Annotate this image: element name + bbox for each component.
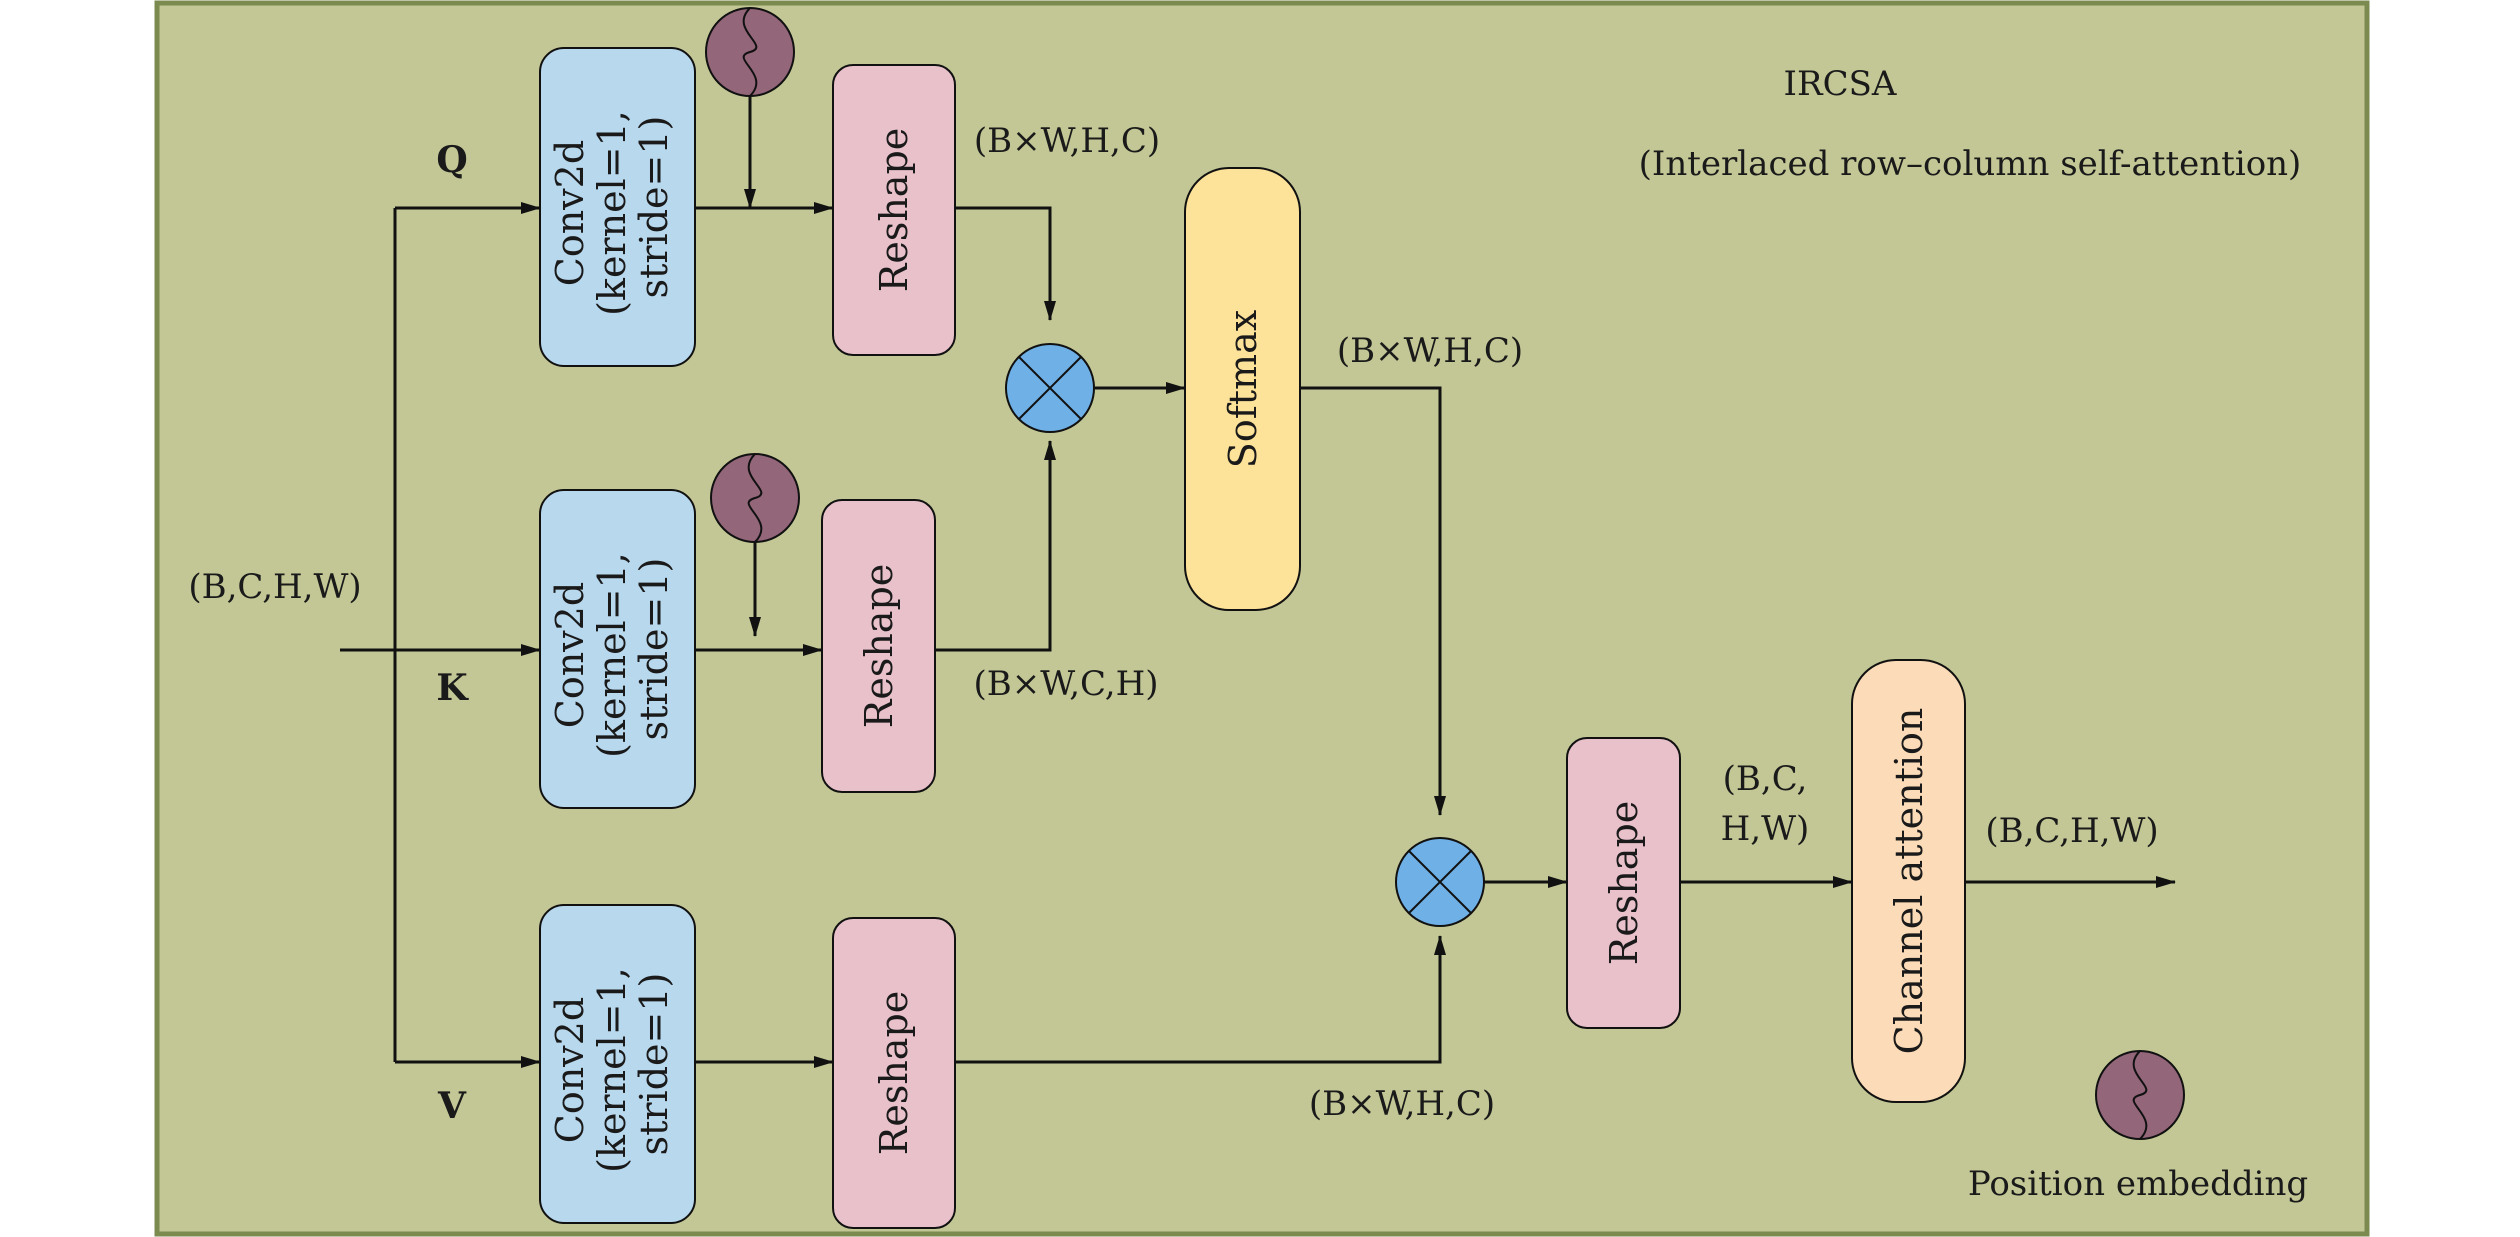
v-reshape-shape: (B×W,H,C) — [1309, 1084, 1495, 1124]
multiply-2-icon — [1395, 837, 1485, 927]
multiply-1-icon — [1005, 343, 1095, 433]
channel-attention-block: Channel attention — [1851, 659, 1966, 1103]
position-embedding-k-icon — [710, 453, 800, 543]
svg-text:Conv2d (kernel=1,: Conv2d (kernel=1, stride=1) — [548, 98, 676, 316]
softmax-block: Softmax — [1184, 167, 1301, 611]
conv-q-block: Conv2d (kernel=1, stride=1) — [539, 47, 696, 367]
svg-text:Softmax: Softmax — [1221, 310, 1265, 468]
diagram-title: IRCSA — [1784, 64, 1897, 104]
svg-text:Reshape: Reshape — [1602, 801, 1646, 966]
conv-v-line1: Conv2d — [548, 997, 592, 1143]
conv-k-line3: stride=1) — [632, 558, 676, 741]
v-to-mult2 — [955, 935, 1446, 1064]
svg-text:Reshape: Reshape — [872, 128, 916, 293]
conv-q-line3: stride=1) — [632, 116, 676, 299]
q-branch-label: Q — [436, 139, 467, 181]
svg-text:Conv2d (kernel=1,: Conv2d (kernel=1, stride=1) — [548, 540, 676, 758]
conv-k-line2: (kernel=1, — [590, 552, 634, 758]
svg-text:Reshape: Reshape — [857, 564, 901, 729]
conv-q-line2: (kernel=1, — [590, 110, 634, 316]
reshape-q-block: Reshape — [832, 64, 956, 356]
k-branch-label: K — [436, 667, 469, 709]
diagram-subtitle: (Interlaced row–column self-attention) — [1639, 144, 2302, 184]
q-reshape-shape: (B×W,H,C) — [974, 121, 1160, 161]
conv-q-line1: Conv2d — [548, 140, 592, 286]
k-to-mult — [935, 440, 1056, 652]
softmax-out-shape: (B×W,H,C) — [1337, 331, 1523, 371]
position-embedding-legend-icon — [2095, 1050, 2185, 1140]
input-shape-label: (B,C,H,W) — [188, 567, 361, 607]
conv-k-block: Conv2d (kernel=1, stride=1) — [539, 489, 696, 809]
connections — [340, 83, 2176, 1068]
softmax-to-mult2 — [1300, 386, 1446, 816]
svg-text:Reshape: Reshape — [872, 991, 916, 1156]
reshape-out-block: Reshape — [1566, 737, 1681, 1029]
svg-text:Channel attention: Channel attention — [1887, 708, 1931, 1055]
conv-v-line3: stride=1) — [632, 973, 676, 1156]
legend-position-embedding-label: Position embedding — [1968, 1164, 2308, 1204]
conv-v-line2: (kernel=1, — [590, 967, 634, 1173]
q-to-mult — [955, 206, 1056, 321]
output-shape-label: (B,C,H,W) — [1985, 811, 2158, 851]
conv-k-line1: Conv2d — [548, 582, 592, 728]
final-reshape-shape-line2: H,W) — [1721, 809, 1810, 849]
final-reshape-shape-line1: (B,C, — [1723, 759, 1808, 799]
k-reshape-shape: (B×W,C,H) — [973, 664, 1158, 704]
position-embedding-q-icon — [705, 7, 795, 97]
svg-text:Conv2d (kernel=1,: Conv2d (kernel=1, stride=1) — [548, 955, 676, 1173]
reshape-k-block: Reshape — [821, 499, 936, 793]
reshape-v-block: Reshape — [832, 917, 956, 1229]
conv-v-block: Conv2d (kernel=1, stride=1) — [539, 904, 696, 1224]
v-branch-label: V — [437, 1085, 467, 1127]
